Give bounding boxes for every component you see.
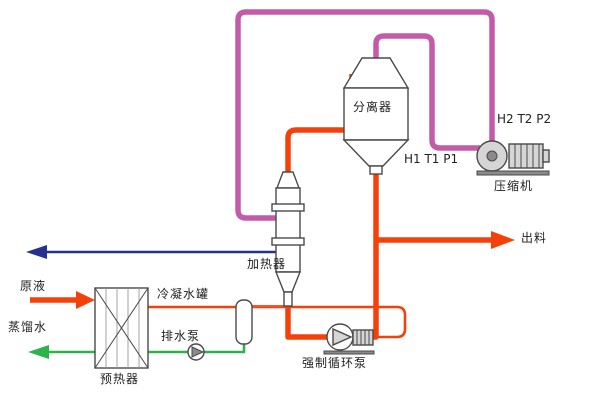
label-condensate-tank: 冷凝水罐 bbox=[157, 287, 210, 301]
vent-arrow bbox=[26, 245, 47, 259]
label-compressor-outlet-tags: H2 T2 P2 bbox=[497, 112, 552, 126]
condensate-tank-vessel bbox=[235, 299, 253, 345]
label-preheater: 预热器 bbox=[100, 372, 140, 386]
label-discharge: 出料 bbox=[521, 231, 548, 245]
forced-circulation-pump-icon bbox=[323, 323, 375, 355]
discharge-arrow bbox=[491, 231, 515, 249]
circulation-suction-pipe bbox=[352, 240, 379, 340]
feed-arrow bbox=[76, 291, 95, 309]
circulation-discharge-pipe bbox=[285, 294, 328, 340]
heater-vessel bbox=[271, 171, 305, 307]
preheated-feed-pipe bbox=[148, 305, 407, 339]
compressor-icon bbox=[476, 140, 550, 176]
label-separator: 分离器 bbox=[353, 100, 393, 114]
vapor-pipe-separator-to-compressor bbox=[373, 33, 480, 151]
label-compressor-inlet-tags: H1 T1 P1 bbox=[404, 152, 459, 166]
label-compressor: 压缩机 bbox=[494, 179, 534, 193]
label-drain-pump: 排水泵 bbox=[161, 329, 201, 343]
distilled-water-arrow bbox=[28, 345, 49, 359]
label-raw-liquid: 原液 bbox=[20, 279, 47, 293]
label-heater: 加热器 bbox=[247, 257, 287, 271]
separator-vessel bbox=[342, 57, 410, 175]
process-pipe-heater-to-separator bbox=[285, 74, 355, 176]
preheater-icon bbox=[94, 287, 149, 369]
vapor-pipe-compressor-to-heater bbox=[235, 9, 495, 221]
label-forced-circulation-pump: 强制循环泵 bbox=[302, 356, 368, 370]
drain-pump-icon bbox=[187, 343, 205, 361]
label-distilled-water: 蒸馏水 bbox=[8, 320, 48, 334]
